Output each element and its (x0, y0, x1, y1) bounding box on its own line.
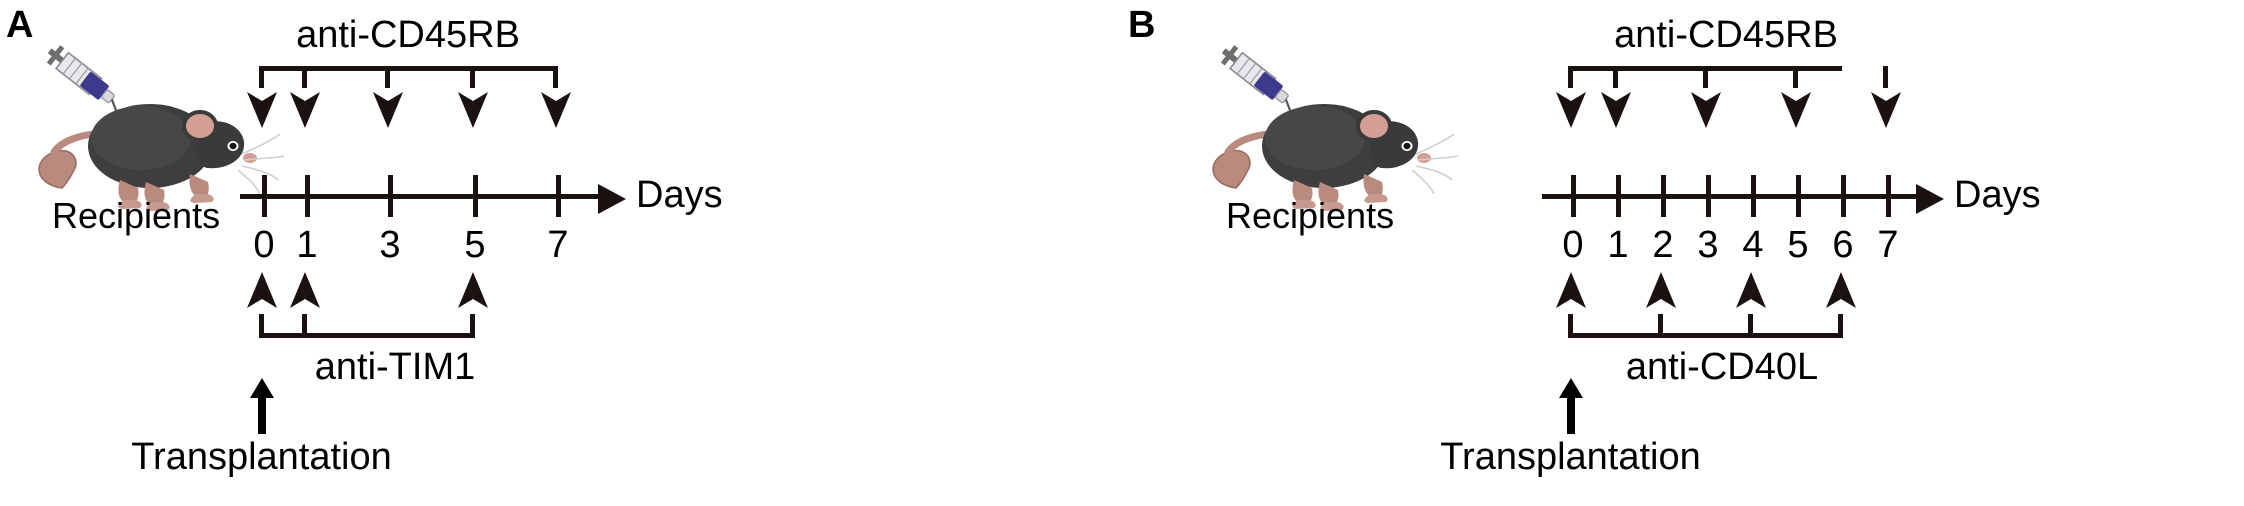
axis-tick-label-b-4: 4 (1742, 224, 1764, 266)
transplantation-label-b: Transplantation (1440, 436, 1701, 478)
mouse-icon (38, 104, 285, 211)
recipients-label-a: Recipients (52, 195, 221, 236)
axis-tick-label-b-3: 3 (1697, 224, 1719, 266)
panel-letter-a: A (6, 4, 34, 46)
top-treatment-label-a: anti-CD45RB (296, 14, 520, 56)
dose-arrow-down-a-day3 (371, 84, 405, 128)
axis-tick-label-b-6: 6 (1832, 224, 1854, 266)
dose-arrow-up-b-day0 (1554, 272, 1588, 316)
top-bracket-stem-b-7 (1883, 66, 1888, 88)
axis-tick-label-a-2: 3 (379, 224, 401, 266)
axis-tick-b-day1 (1615, 175, 1621, 217)
bottom-bracket-stem-b-2 (1658, 314, 1663, 338)
axis-tick-b-day4 (1750, 175, 1756, 217)
mouse-icon (1212, 104, 1459, 211)
dose-arrow-up-a-day0 (245, 272, 279, 316)
dose-arrow-down-b-day1 (1599, 84, 1633, 128)
top-bracket-stem-a-1 (302, 66, 307, 88)
axis-tick-b-day5 (1795, 175, 1801, 217)
top-bracket-stem-b-3 (1703, 66, 1708, 88)
bottom-bracket-stem-b-6 (1838, 314, 1843, 338)
transplantation-label-a: Transplantation (131, 436, 392, 478)
top-bracket-stem-b-5 (1793, 66, 1798, 88)
dose-arrow-down-b-day3 (1689, 84, 1723, 128)
top-bracket-stem-b-0 (1568, 66, 1573, 88)
dose-arrow-down-a-day0 (245, 84, 279, 128)
top-treatment-label-b: anti-CD45RB (1614, 14, 1838, 56)
axis-tick-label-a-1: 1 (296, 224, 318, 266)
axis-title-a: Days (636, 174, 723, 216)
axis-tick-b-day0 (1570, 175, 1576, 217)
mouse-syringe-artwork-b (1202, 28, 1462, 218)
axis-tick-a-day5 (472, 175, 478, 217)
bottom-bracket-stem-a-1 (302, 314, 307, 338)
dose-arrow-down-a-day1 (288, 84, 322, 128)
panel-letter-b: B (1128, 4, 1156, 46)
axis-tick-label-b-7: 7 (1877, 224, 1899, 266)
axis-tick-label-a-0: 0 (253, 224, 275, 266)
axis-tick-a-day7 (555, 175, 561, 217)
bottom-bracket-stem-b-4 (1748, 314, 1753, 338)
bottom-bracket-rail-b (1568, 333, 1843, 338)
bottom-treatment-label-a: anti-TIM1 (314, 346, 476, 388)
axis-tick-b-day7 (1885, 175, 1891, 217)
axis-tick-b-day3 (1705, 175, 1711, 217)
dose-arrow-up-b-day4 (1734, 272, 1768, 316)
axis-arrowhead-b (1916, 184, 1944, 214)
top-bracket-rail-a (259, 66, 558, 71)
top-bracket-stem-a-0 (259, 66, 264, 88)
top-bracket-stem-a-7 (553, 66, 558, 88)
panel-b: B (1122, 0, 2244, 506)
axis-tick-label-b-1: 1 (1607, 224, 1629, 266)
panel-a: A (6, 4, 723, 478)
axis-tick-label-a-3: 5 (464, 224, 486, 266)
bottom-bracket-rail-a (259, 333, 475, 338)
syringe-icon (46, 45, 128, 140)
dose-arrow-down-a-day5 (456, 84, 490, 128)
transplantation-arrow-b (1558, 378, 1584, 434)
dose-arrow-up-b-day6 (1824, 272, 1858, 316)
axis-tick-b-day2 (1660, 175, 1666, 217)
axis-tick-label-b-2: 2 (1652, 224, 1674, 266)
axis-line-a (240, 194, 602, 199)
axis-tick-label-b-5: 5 (1787, 224, 1809, 266)
bottom-bracket-stem-a-5 (470, 314, 475, 338)
axis-arrowhead-a (598, 184, 626, 214)
recipients-label-b: Recipients (1226, 195, 1395, 236)
dose-arrow-up-b-day2 (1644, 272, 1678, 316)
axis-tick-a-day0 (261, 175, 267, 217)
top-bracket-stem-a-3 (385, 66, 390, 88)
dose-arrow-down-a-day7 (539, 84, 573, 128)
dose-arrow-down-b-day5 (1779, 84, 1813, 128)
syringe-icon (1220, 45, 1302, 140)
dose-arrow-down-b-day7 (1869, 84, 1903, 128)
bottom-bracket-stem-b-0 (1568, 314, 1573, 338)
top-bracket-stem-a-5 (470, 66, 475, 88)
axis-title-b: Days (1954, 174, 2041, 216)
top-bracket-stem-b-1 (1613, 66, 1618, 88)
axis-tick-b-day6 (1840, 175, 1846, 217)
bottom-bracket-stem-a-0 (259, 314, 264, 338)
dose-arrow-up-a-day5 (456, 272, 490, 316)
dose-arrow-down-b-day0 (1554, 84, 1588, 128)
dose-arrow-up-a-day1 (288, 272, 322, 316)
bottom-treatment-label-b: anti-CD40L (1625, 346, 1819, 388)
axis-line-b (1542, 194, 1920, 199)
transplantation-arrow-a (249, 378, 275, 434)
axis-tick-a-day1 (304, 175, 310, 217)
axis-tick-label-b-0: 0 (1562, 224, 1584, 266)
mouse-syringe-artwork-a (28, 28, 288, 218)
axis-tick-a-day3 (387, 175, 393, 217)
axis-tick-label-a-4: 7 (547, 224, 569, 266)
